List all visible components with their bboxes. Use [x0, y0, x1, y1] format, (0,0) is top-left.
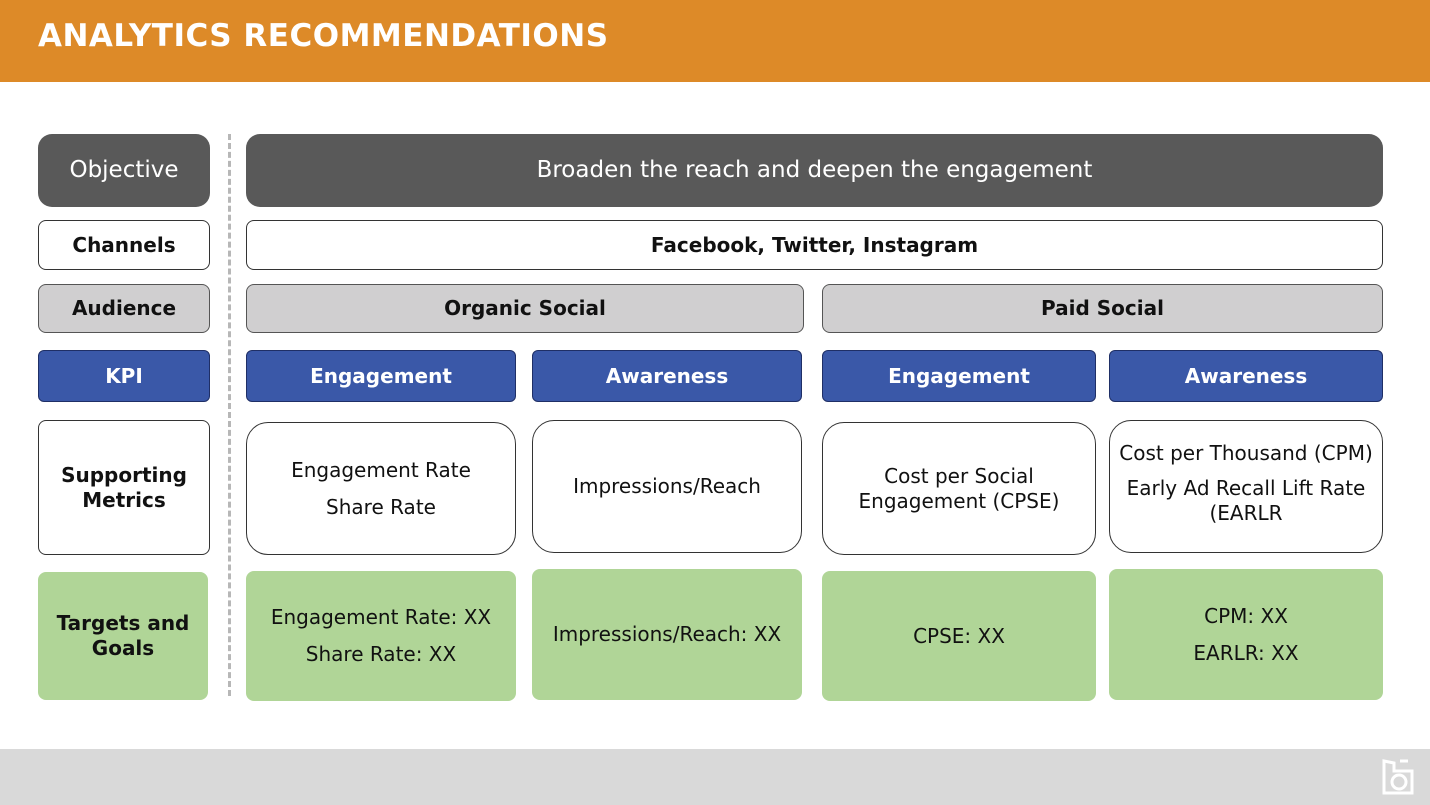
- kpi-organic-engagement: Engagement: [246, 350, 516, 402]
- kpi-paid-awareness: Awareness: [1109, 350, 1383, 402]
- audience-label: Audience: [38, 284, 210, 333]
- goals-paid-engagement: CPSE: XX: [822, 571, 1096, 701]
- goals-organic-engagement: Engagement Rate: XX Share Rate: XX: [246, 571, 516, 701]
- supporting-metrics-label: Supporting Metrics: [38, 420, 210, 555]
- objective-value: Broaden the reach and deepen the engagem…: [246, 134, 1383, 207]
- supporting-metrics-label-line1: Supporting: [61, 462, 187, 487]
- metrics-paid-awareness: Cost per Thousand (CPM) Early Ad Recall …: [1109, 420, 1383, 553]
- goal-earlr: EARLR: XX: [1193, 640, 1299, 665]
- metric-earlr-line1: Early Ad Recall Lift Rate: [1126, 476, 1366, 500]
- kpi-paid-engagement: Engagement: [822, 350, 1096, 402]
- goal-share-rate: Share Rate: XX: [305, 642, 457, 666]
- metrics-organic-awareness: Impressions/Reach: [532, 420, 802, 553]
- metric-engagement-rate: Engagement Rate: [291, 457, 471, 482]
- metric-cpse-line2: Engagement (CPSE): [858, 488, 1060, 513]
- targets-goals-label: Targets and Goals: [38, 572, 208, 700]
- channels-value: Facebook, Twitter, Instagram: [246, 220, 1383, 270]
- metrics-paid-engagement: Cost per Social Engagement (CPSE): [822, 422, 1096, 555]
- dashed-divider: [228, 134, 231, 696]
- goals-paid-awareness: CPM: XX EARLR: XX: [1109, 569, 1383, 700]
- supporting-metrics-label-line2: Metrics: [82, 487, 166, 512]
- channels-label: Channels: [38, 220, 210, 270]
- metrics-organic-engagement: Engagement Rate Share Rate: [246, 422, 516, 555]
- metric-cpse-line1: Cost per Social: [884, 463, 1034, 488]
- footer-bar: [0, 749, 1430, 805]
- goals-organic-awareness: Impressions/Reach: XX: [532, 569, 802, 700]
- targets-goals-label-line1: Targets and: [56, 611, 190, 635]
- kpi-organic-awareness: Awareness: [532, 350, 802, 402]
- page-title: ANALYTICS RECOMMENDATIONS: [38, 18, 609, 54]
- audience-organic-social: Organic Social: [246, 284, 804, 333]
- goal-impressions-reach: Impressions/Reach: XX: [552, 622, 782, 646]
- six-logo-icon: [1382, 759, 1414, 795]
- metric-cpm: Cost per Thousand (CPM): [1119, 441, 1373, 465]
- goal-cpm: CPM: XX: [1204, 603, 1288, 628]
- targets-goals-label-line2: Goals: [91, 636, 155, 660]
- metric-earlr-line2: (EARLR: [1209, 501, 1283, 525]
- header-bar: ANALYTICS RECOMMENDATIONS: [0, 0, 1430, 82]
- metric-impressions-reach: Impressions/Reach: [573, 474, 761, 498]
- goal-cpse: CPSE: XX: [913, 623, 1005, 648]
- audience-paid-social: Paid Social: [822, 284, 1383, 333]
- objective-label: Objective: [38, 134, 210, 207]
- goal-engagement-rate: Engagement Rate: XX: [270, 605, 492, 629]
- metric-share-rate: Share Rate: [326, 494, 436, 519]
- kpi-label: KPI: [38, 350, 210, 402]
